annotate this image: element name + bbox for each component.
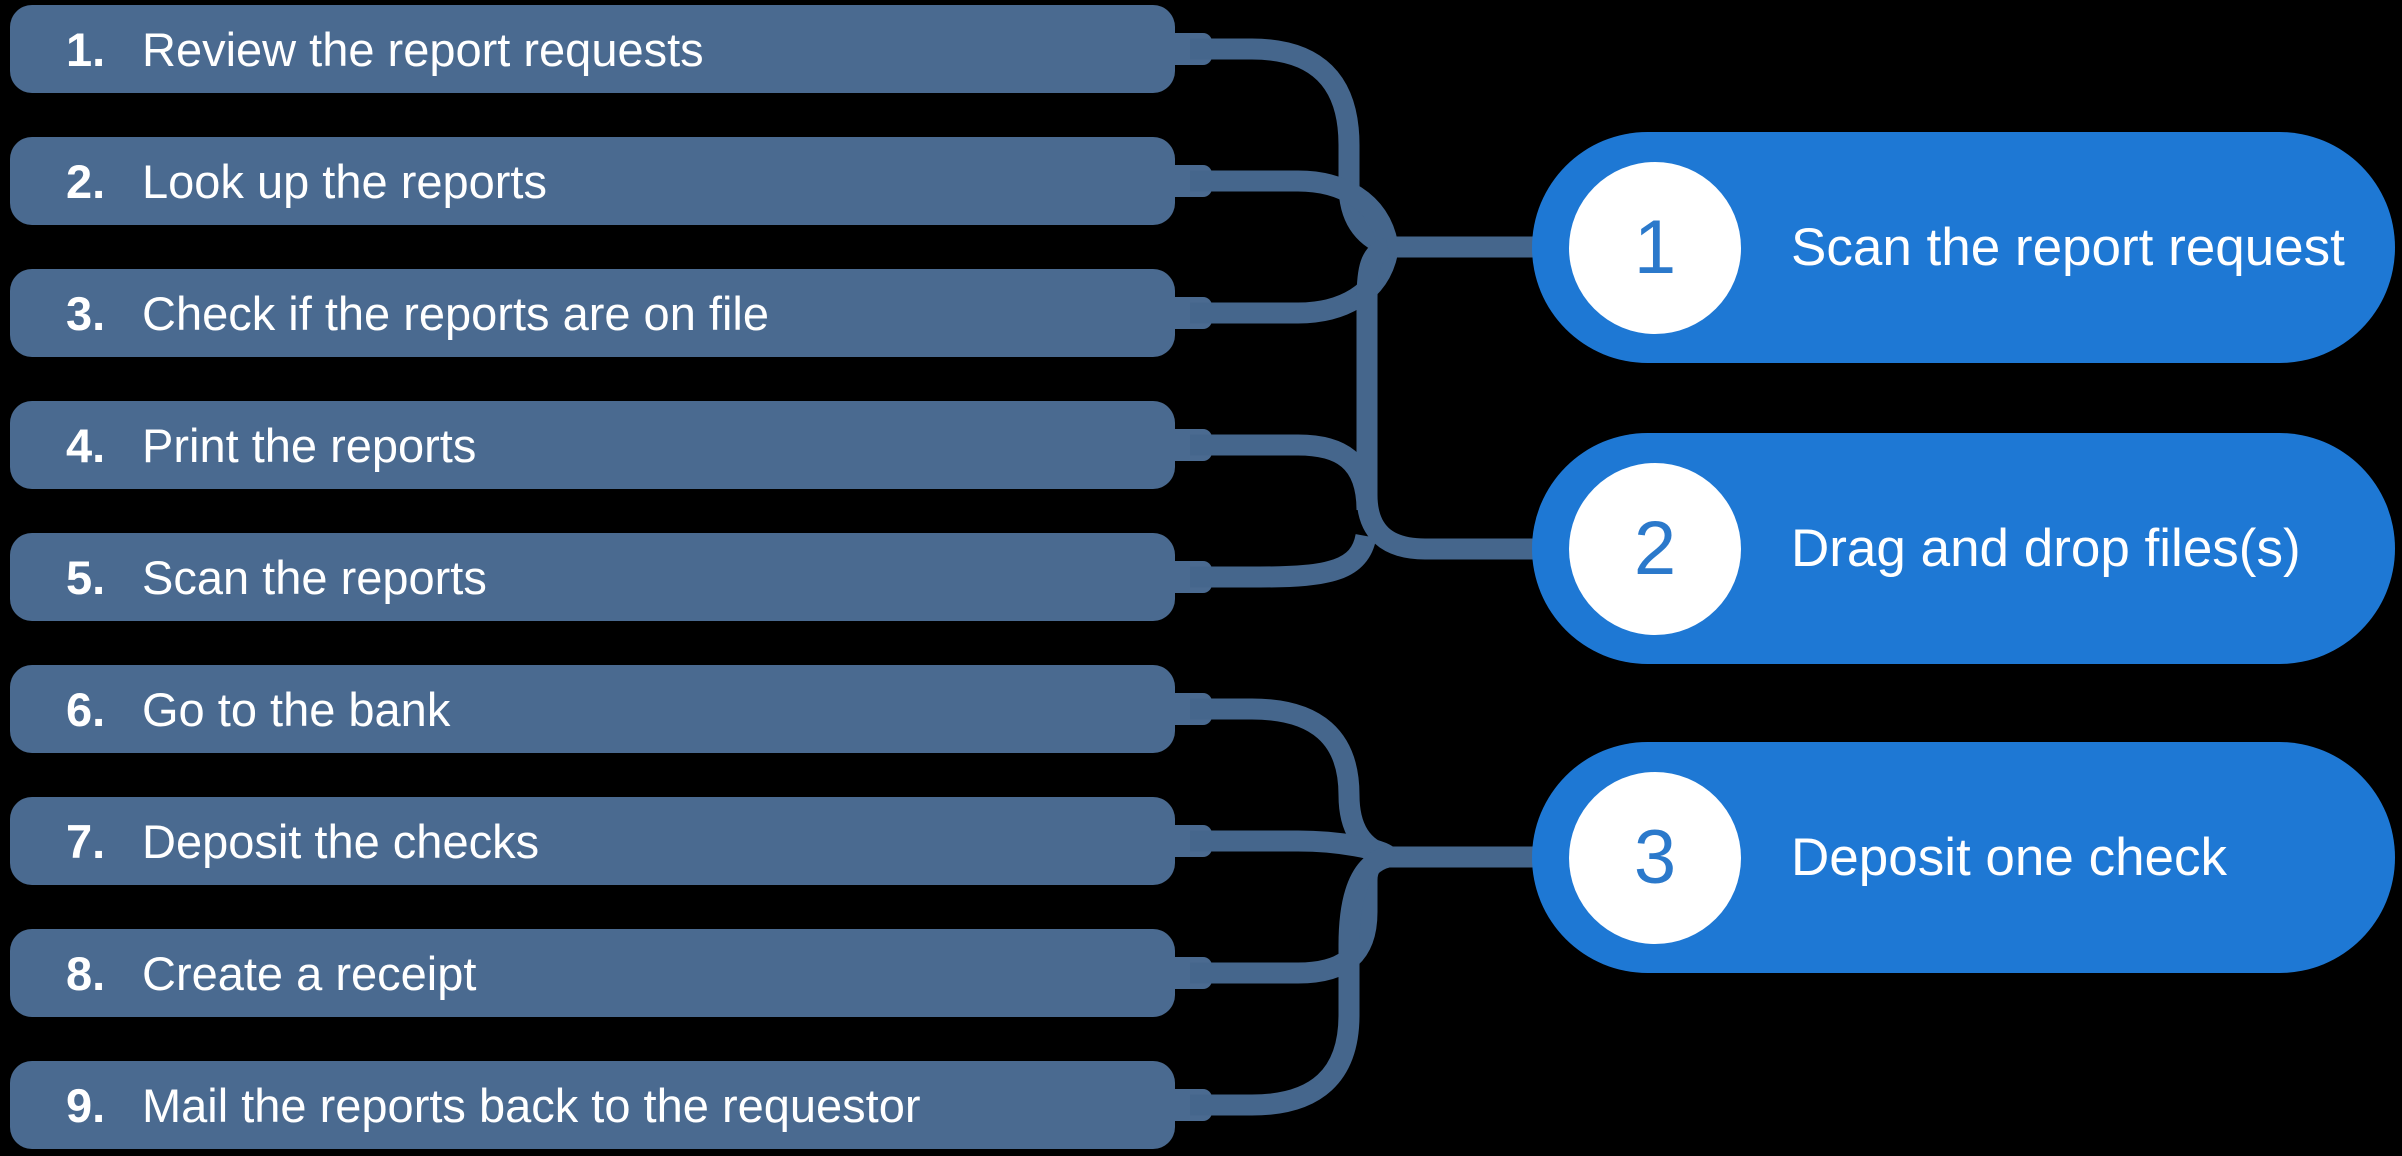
step-number: 5. — [66, 550, 106, 604]
wire-step-4 — [1190, 434, 1378, 511]
step-label: Go to the bank — [142, 682, 451, 736]
wire-step-2 — [1190, 170, 1399, 249]
consolidated-step-pill-2: 2 Drag and drop files(s) — [1532, 433, 2395, 664]
wire-step-1 — [1190, 38, 1393, 256]
step-label: Check if the reports are on file — [142, 286, 769, 340]
step-label: Mail the reports back to the requestor — [142, 1078, 921, 1132]
step-label: Review the report requests — [142, 22, 704, 76]
consolidated-step-pill-1: 1 Scan the report request — [1532, 132, 2395, 363]
consolidated-step-label: Scan the report request — [1791, 218, 2345, 277]
process-step-box-6: 6. Go to the bank — [10, 665, 1175, 753]
step-label: Deposit the checks — [142, 814, 540, 868]
step-label: Look up the reports — [142, 154, 547, 208]
step-number-circle: 2 — [1569, 462, 1741, 635]
step-label: Scan the reports — [142, 550, 487, 604]
process-step-box-8: 8. Create a receipt — [10, 929, 1175, 1017]
step-number: 7. — [66, 814, 106, 868]
wire-step-9 — [1190, 846, 1392, 1116]
process-step-box-7: 7. Deposit the checks — [10, 797, 1175, 885]
step-number: 8. — [66, 946, 106, 1000]
wire-step-3 — [1190, 247, 1399, 324]
consolidated-step-label: Deposit one check — [1791, 828, 2228, 887]
step-label: Create a receipt — [142, 946, 477, 1000]
process-step-box-3: 3. Check if the reports are on file — [10, 269, 1175, 357]
process-step-box-2: 2. Look up the reports — [10, 137, 1175, 225]
wire-step-5 — [1190, 533, 1377, 588]
step-number: 9. — [66, 1078, 106, 1132]
step-number: 1. — [66, 22, 106, 76]
step-number: 3. — [66, 286, 106, 340]
step-number: 2. — [66, 154, 106, 208]
process-step-box-5: 5. Scan the reports — [10, 533, 1175, 621]
wire-step-7 — [1190, 830, 1395, 865]
step-number: 4. — [66, 418, 106, 472]
process-step-box-4: 4. Print the reports — [10, 401, 1175, 489]
consolidated-step-label: Drag and drop files(s) — [1791, 519, 2301, 578]
step-number-circle: 3 — [1569, 771, 1741, 944]
step-label: Print the reports — [142, 418, 477, 472]
step-number: 6. — [66, 682, 106, 736]
step-number-circle: 1 — [1569, 161, 1741, 334]
process-step-box-1: 1. Review the report requests — [10, 5, 1175, 93]
process-step-box-9: 9. Mail the reports back to the requesto… — [10, 1061, 1175, 1149]
wire-branch-pill-2 — [1356, 237, 1534, 560]
consolidated-step-pill-3: 3 Deposit one check — [1532, 742, 2395, 973]
